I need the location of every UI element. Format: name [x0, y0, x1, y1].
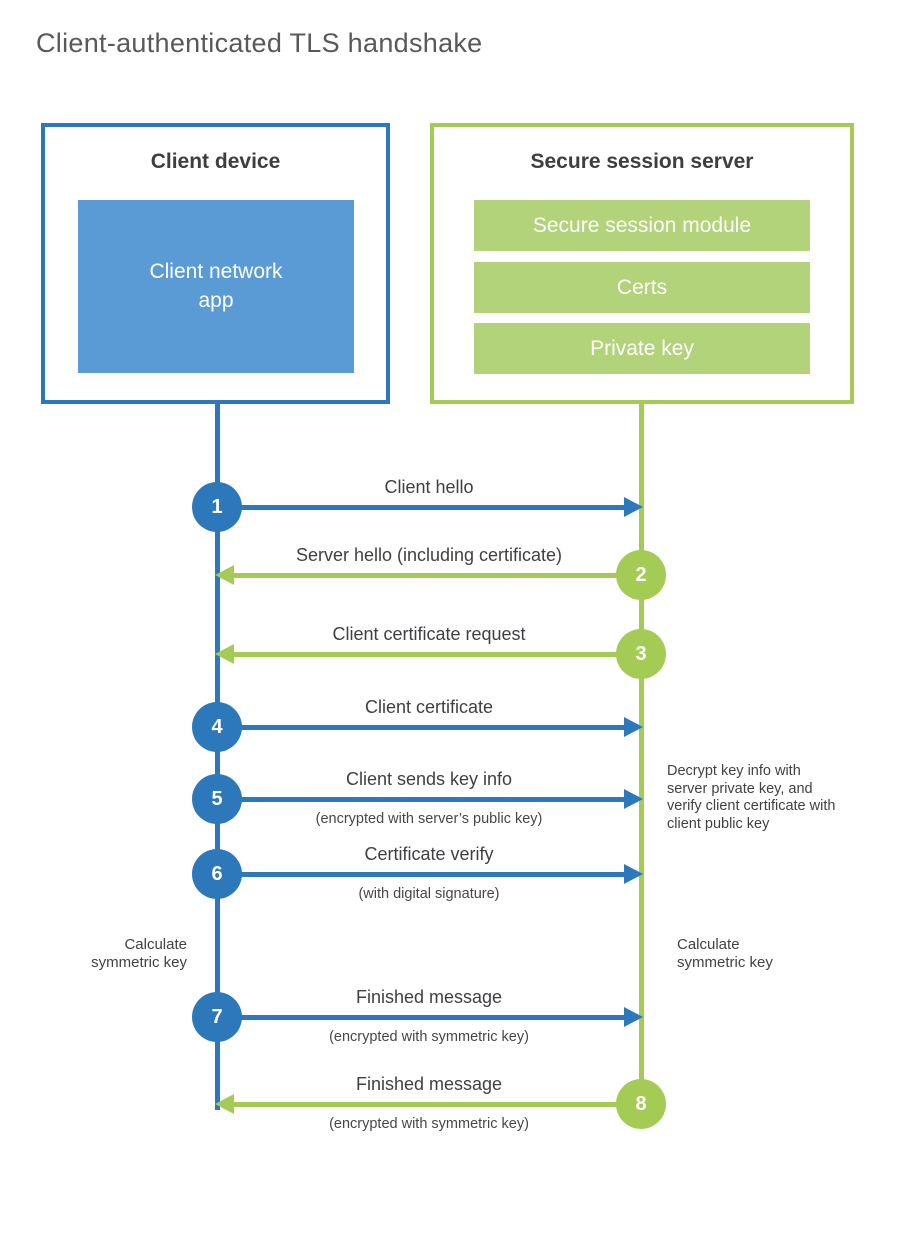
step-number-badge: 7 [192, 992, 242, 1042]
arrow-line [231, 652, 641, 657]
step-label: Client hello [384, 477, 474, 497]
arrow-right-icon [624, 864, 643, 884]
step-sublabel: (encrypted with symmetric key) [329, 1029, 529, 1045]
server-module-certs: Certs [474, 262, 810, 313]
step-sublabel: (encrypted with symmetric key) [329, 1116, 529, 1132]
arrow-line [217, 797, 627, 802]
step-number-badge: 3 [616, 629, 666, 679]
step-number-badge: 5 [192, 774, 242, 824]
step-number-badge: 1 [192, 482, 242, 532]
step-number-badge: 8 [616, 1079, 666, 1129]
step-label: Server hello (including certificate) [295, 545, 563, 565]
client-app-line2: app [198, 288, 234, 312]
arrow-right-icon [624, 789, 643, 809]
secure-session-server-title: Secure session server [530, 150, 754, 173]
arrow-right-icon [624, 717, 643, 737]
arrow-left-icon [215, 565, 234, 585]
arrow-left-icon [215, 1094, 234, 1114]
arrow-line [217, 505, 627, 510]
arrow-line [217, 725, 627, 730]
client-app-line1: Client network [149, 260, 283, 284]
step-label: Client sends key info [345, 769, 513, 789]
client-device-title: Client device [150, 150, 281, 173]
step-sublabel: (encrypted with server’s public key) [315, 811, 543, 827]
arrow-line [217, 1015, 627, 1020]
arrow-line [231, 1102, 641, 1107]
arrow-right-icon [624, 1007, 643, 1027]
step-label: Finished message [355, 1074, 503, 1094]
page-title: Client-authenticated TLS handshake [36, 28, 483, 58]
server-module-secure-session-module: Secure session module [474, 200, 810, 251]
calculate-symmetric-key-note-server: Calculate symmetric key [677, 936, 773, 971]
arrow-line [217, 872, 627, 877]
calculate-symmetric-key-note-client: Calculate symmetric key [91, 936, 187, 971]
step-sublabel: (with digital signature) [358, 886, 500, 902]
server-lifeline [639, 402, 644, 1104]
step-label: Finished message [355, 987, 503, 1007]
client-network-app-label: Client network app [149, 258, 282, 315]
step-number-badge: 6 [192, 849, 242, 899]
arrow-line [231, 573, 641, 578]
arrow-left-icon [215, 644, 234, 664]
step-number-badge: 4 [192, 702, 242, 752]
step-number-badge: 2 [616, 550, 666, 600]
arrow-right-icon [624, 497, 643, 517]
step-label: Client certificate [364, 697, 494, 717]
server-module-private-key: Private key [474, 323, 810, 374]
client-network-app-box: Client network app [78, 200, 354, 373]
client-lifeline [215, 402, 220, 1110]
step-label: Certificate verify [364, 844, 494, 864]
step-label: Client certificate request [332, 624, 526, 644]
decrypt-key-info-note: Decrypt key info with server private key… [667, 763, 836, 832]
